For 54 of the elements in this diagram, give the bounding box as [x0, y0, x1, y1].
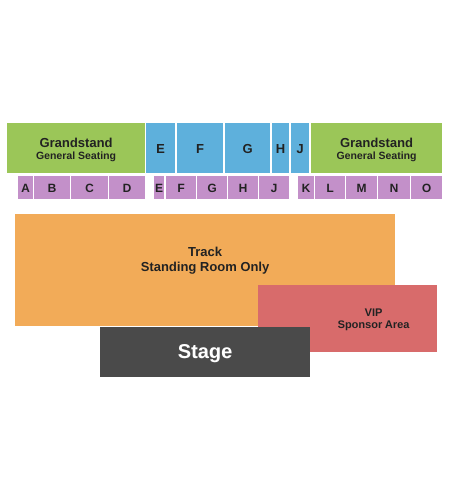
section-sublabel: General Seating	[36, 150, 116, 162]
seating-section	[34, 176, 70, 199]
stage	[100, 327, 310, 377]
grandstand-section	[7, 123, 145, 173]
section-label: O	[422, 180, 432, 194]
section-label: Grandstand	[40, 134, 112, 150]
seating-section	[272, 123, 289, 173]
vip-area	[310, 285, 437, 352]
seating-section	[146, 123, 175, 173]
grandstand-section	[311, 123, 442, 173]
seating-section	[346, 176, 377, 199]
section-label: K	[302, 180, 310, 194]
section-label: N	[390, 180, 398, 194]
section-sublabel: General Seating	[336, 150, 416, 162]
section-label: L	[326, 180, 334, 194]
section-label: E	[154, 180, 163, 194]
section-sublabel: Standing Room Only	[140, 259, 270, 274]
seating-section	[228, 176, 258, 199]
seating-section	[411, 176, 442, 199]
section-label: VIP	[364, 306, 382, 318]
section-label: F	[177, 180, 185, 194]
seating-section	[225, 123, 270, 173]
seating-section	[177, 123, 223, 173]
section-label: J	[296, 140, 304, 156]
seating-section	[18, 176, 33, 199]
section-label: M	[356, 180, 366, 194]
section-label: D	[122, 180, 132, 194]
seating-section	[291, 123, 309, 173]
section-label: G	[242, 140, 253, 156]
seating-section	[378, 176, 410, 199]
section-label: H	[276, 140, 286, 156]
seating-section	[109, 176, 145, 199]
section-sublabel: Sponsor Area	[338, 318, 410, 330]
section-label: C	[85, 180, 94, 194]
section-label: A	[21, 180, 30, 194]
seating-section	[315, 176, 345, 199]
seating-section	[259, 176, 289, 199]
section-label: Stage	[178, 340, 232, 364]
section-label: F	[196, 140, 204, 156]
seating-section	[154, 176, 164, 199]
seating-section	[71, 176, 108, 199]
section-label: E	[156, 140, 165, 156]
vip-area	[258, 285, 310, 327]
section-label: J	[270, 180, 278, 194]
section-label: Grandstand	[340, 134, 413, 150]
seating-section	[166, 176, 196, 199]
seating-section	[298, 176, 314, 199]
section-label: Track	[188, 244, 222, 259]
seating-section	[197, 176, 227, 199]
section-label: B	[48, 180, 56, 194]
section-label: H	[238, 180, 248, 194]
standing-area	[15, 214, 395, 285]
section-label: G	[207, 180, 217, 194]
standing-area	[15, 285, 258, 326]
